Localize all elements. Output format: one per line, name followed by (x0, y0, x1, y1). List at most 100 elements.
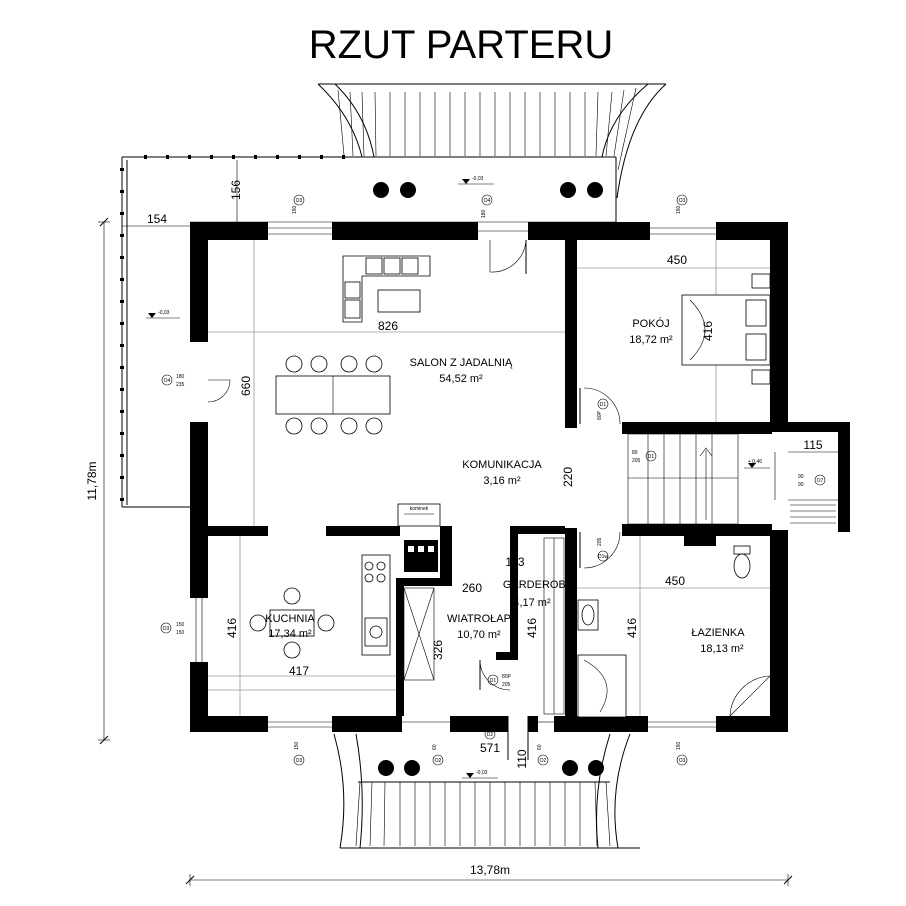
level-marker-entrance: -0,03 (462, 770, 498, 779)
svg-text:150: 150 (676, 741, 682, 750)
svg-text:18,13 m²: 18,13 m² (700, 643, 744, 655)
svg-text:13,78m: 13,78m (470, 863, 510, 877)
svg-text:O3: O3 (679, 758, 686, 764)
svg-text:+ 0,46: + 0,46 (748, 459, 762, 465)
svg-text:416: 416 (225, 618, 239, 638)
internal-dimensions: 826 660 450 416 220 416 417 260 326 113 … (225, 253, 715, 769)
bathroom-fixtures (577, 532, 771, 718)
sofa (342, 255, 431, 323)
svg-text:O2: O2 (540, 758, 547, 764)
svg-text:ŁAZIENKA: ŁAZIENKA (691, 627, 745, 639)
opening-tag-o3-bottom-left: O3 150 (293, 741, 305, 766)
svg-text:60: 60 (537, 744, 543, 750)
side-porch: 115 + 0,46 (744, 438, 838, 524)
opening-tag-d1-vestibule: D1 80P 205 (487, 674, 512, 688)
level-marker-left: -0,03 (146, 310, 180, 319)
interior-stairs (627, 433, 739, 525)
svg-text:D1w: D1w (598, 554, 608, 560)
bed (681, 273, 771, 385)
svg-text:416: 416 (625, 618, 639, 638)
dim-side-porch: 115 (803, 438, 822, 452)
svg-text:150: 150 (176, 622, 185, 628)
svg-text:416: 416 (525, 618, 539, 638)
doors (207, 239, 621, 760)
svg-text:235: 235 (176, 382, 185, 388)
front-stairs-top (317, 83, 667, 199)
opening-tag-o3-top-right: O3 150 (676, 194, 688, 214)
opening-tag-d1w: D1w 205 (597, 537, 608, 562)
svg-text:WIATROŁAP: WIATROŁAP (447, 613, 511, 625)
svg-text:80: 80 (632, 450, 638, 456)
opening-tag-o2-right: O2 60 (537, 744, 549, 766)
svg-text:205: 205 (597, 537, 603, 546)
windows (195, 227, 716, 728)
kitchen-counter (361, 540, 438, 656)
plan-title: RZUT PARTERU (309, 23, 613, 67)
svg-text:O3: O3 (163, 626, 170, 632)
dim-terrace-top-depth: 156 (229, 180, 243, 200)
svg-text:416: 416 (701, 321, 715, 341)
svg-text:10,70 m²: 10,70 m² (457, 629, 501, 641)
svg-text:417: 417 (289, 664, 309, 678)
svg-text:660: 660 (239, 376, 253, 396)
svg-text:180: 180 (176, 374, 185, 380)
svg-text:17,34 m²: 17,34 m² (268, 628, 312, 640)
room-label-garderoba: GARDEROBA 4,17 m² (503, 579, 574, 609)
svg-text:kominek: kominek (410, 506, 429, 512)
opening-tag-d1-stairs: D1 80 205 (632, 450, 657, 464)
svg-text:205: 205 (632, 458, 641, 464)
dining-table (275, 355, 391, 435)
svg-text:110: 110 (515, 749, 529, 768)
svg-text:O4: O4 (164, 378, 171, 384)
front-stairs-bottom: -0,03 (333, 733, 640, 849)
opening-tag-o4-top: O4 180 (481, 194, 493, 218)
room-label-wiatrolap: WIATROŁAP 10,70 m² (447, 613, 511, 641)
opening-tag-o2-left: O2 60 (432, 744, 444, 766)
opening-tag-o3-left: O3 150 150 (160, 622, 185, 636)
svg-text:450: 450 (665, 574, 685, 588)
overall-height-dimension: 11,78m (85, 217, 110, 745)
opening-tag-d1-pokoj: D1 80P (597, 398, 609, 420)
svg-text:113: 113 (505, 555, 524, 569)
exterior-walls (190, 222, 850, 732)
opening-tag-d2: D2 100 (484, 715, 496, 740)
vestibule-closet (403, 587, 435, 681)
svg-text:90: 90 (798, 482, 804, 488)
svg-text:150: 150 (294, 741, 300, 750)
kitchen-table (249, 587, 335, 659)
svg-text:O7: O7 (817, 478, 824, 484)
svg-text:-0,03: -0,03 (158, 310, 170, 316)
svg-text:O2: O2 (435, 758, 442, 764)
svg-text:O3: O3 (679, 198, 686, 204)
interior-walls (208, 240, 772, 716)
fireplace: kominek (397, 503, 441, 527)
room-label-komunikacja: KOMUNIKACJA 3,16 m² (462, 459, 542, 487)
level-marker-top: -0,03 (458, 176, 494, 185)
svg-text:54,52 m²: 54,52 m² (439, 373, 483, 385)
svg-text:326: 326 (431, 640, 445, 660)
svg-text:826: 826 (378, 319, 398, 333)
opening-tag-o3-top-left: O3 150 (292, 194, 305, 214)
svg-text:11,78m: 11,78m (85, 461, 99, 500)
terrace-left: 154 -0,03 (120, 155, 345, 508)
svg-text:571: 571 (480, 741, 500, 755)
svg-text:100: 100 (484, 715, 490, 724)
svg-text:KOMUNIKACJA: KOMUNIKACJA (462, 459, 542, 471)
wardrobe-shelves (543, 537, 565, 715)
svg-text:150: 150 (292, 205, 298, 214)
room-label-lazienka: ŁAZIENKA 18,13 m² (691, 627, 745, 655)
opening-tag-o7: O7 90 90 (798, 474, 826, 488)
room-label-salon: SALON Z JADALNIĄ 54,52 m² (410, 357, 513, 385)
svg-text:-0,03: -0,03 (476, 770, 488, 776)
level-marker-side: + 0,46 (744, 459, 770, 469)
svg-text:80P: 80P (502, 674, 512, 680)
svg-text:150: 150 (176, 630, 185, 636)
svg-text:180: 180 (481, 209, 487, 218)
room-guides (208, 240, 770, 716)
svg-text:O3: O3 (296, 198, 303, 204)
svg-text:60: 60 (432, 744, 438, 750)
svg-text:O3: O3 (296, 758, 303, 764)
svg-text:90: 90 (798, 474, 804, 480)
svg-text:D1: D1 (648, 454, 655, 460)
